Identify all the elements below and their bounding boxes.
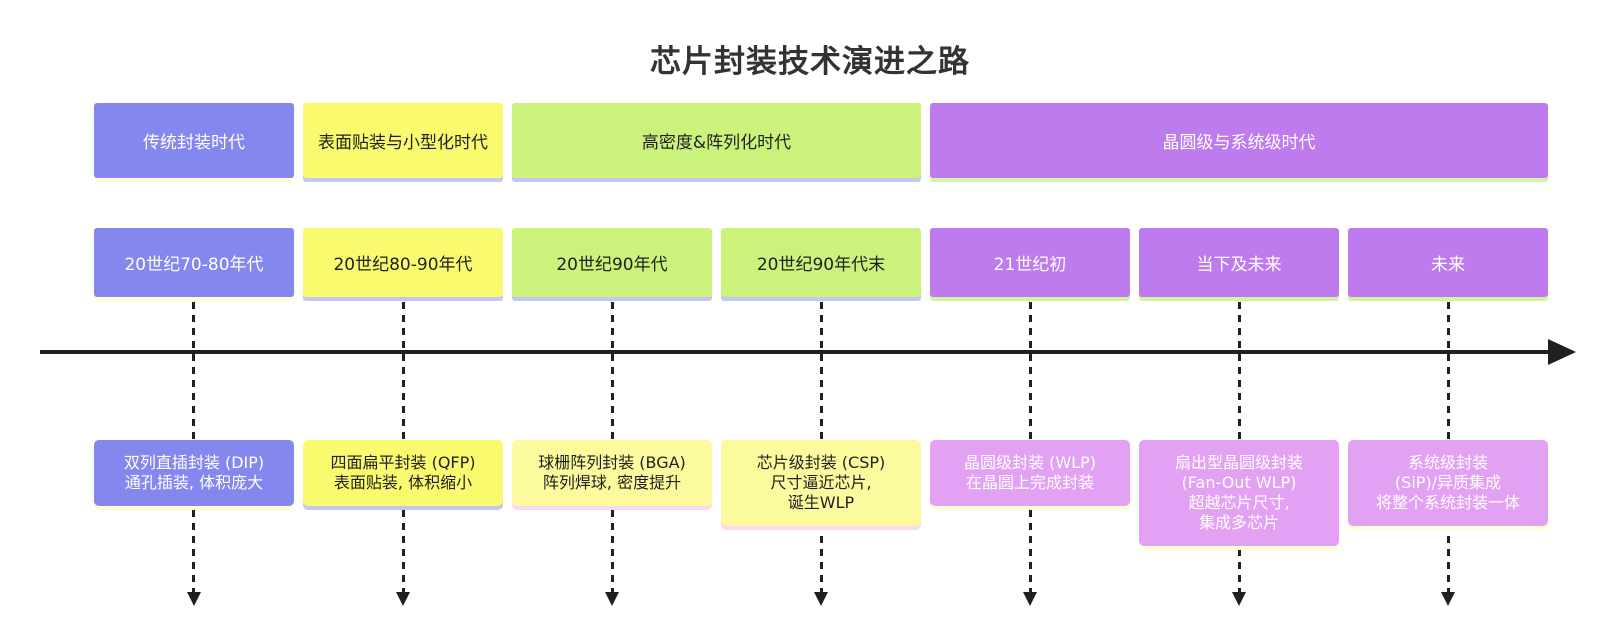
event-box-dip: 双列直插封装 (DIP) 通孔插装, 体积庞大 bbox=[94, 440, 294, 506]
event-box-sip: 系统级封装 (SiP)/异质集成 将整个系统封装一体 bbox=[1348, 440, 1548, 526]
era-band-row: 传统封装时代 表面贴装与小型化时代 高密度&阵列化时代 晶圆级与系统级时代 bbox=[94, 103, 1548, 178]
era-band-high-density: 高密度&阵列化时代 bbox=[512, 103, 921, 178]
period-box-90s: 20世纪90年代 bbox=[512, 228, 712, 297]
down-arrowhead-icon bbox=[1023, 592, 1037, 606]
period-box-future: 未来 bbox=[1348, 228, 1548, 297]
event-box-wlp: 晶圆级封装 (WLP) 在晶圆上完成封装 bbox=[930, 440, 1130, 506]
down-arrowhead-icon bbox=[1441, 592, 1455, 606]
era-band-smt: 表面贴装与小型化时代 bbox=[303, 103, 503, 178]
down-arrowhead-icon bbox=[187, 592, 201, 606]
down-arrowhead-icon bbox=[1232, 592, 1246, 606]
diagram-title: 芯片封装技术演进之路 bbox=[650, 44, 970, 80]
event-box-bga: 球栅阵列封装 (BGA) 阵列焊球, 密度提升 bbox=[512, 440, 712, 506]
event-box-qfp: 四面扁平封装 (QFP) 表面贴装, 体积缩小 bbox=[303, 440, 503, 506]
event-box-csp: 芯片级封装 (CSP) 尺寸逼近芯片, 诞生WLP bbox=[721, 440, 921, 526]
down-arrowhead-icon bbox=[814, 592, 828, 606]
period-row: 20世纪70-80年代 20世纪80-90年代 20世纪90年代 20世纪90年… bbox=[94, 228, 1548, 297]
timeline-axis bbox=[40, 350, 1552, 354]
period-box-late-90s: 20世纪90年代末 bbox=[721, 228, 921, 297]
event-box-fan-out-wlp: 扇出型晶圆级封装 (Fan-Out WLP) 超越芯片尺寸, 集成多芯片 bbox=[1139, 440, 1339, 546]
era-band-traditional: 传统封装时代 bbox=[94, 103, 294, 178]
period-box-70s-80s: 20世纪70-80年代 bbox=[94, 228, 294, 297]
down-arrowhead-icon bbox=[396, 592, 410, 606]
timeline-axis-arrowhead-icon bbox=[1548, 339, 1576, 365]
event-row: 双列直插封装 (DIP) 通孔插装, 体积庞大 四面扁平封装 (QFP) 表面贴… bbox=[94, 440, 1548, 546]
period-box-present-future: 当下及未来 bbox=[1139, 228, 1339, 297]
period-box-80s-90s: 20世纪80-90年代 bbox=[303, 228, 503, 297]
era-band-wafer-system: 晶圆级与系统级时代 bbox=[930, 103, 1548, 178]
down-arrowhead-icon bbox=[605, 592, 619, 606]
period-box-early-21st: 21世纪初 bbox=[930, 228, 1130, 297]
